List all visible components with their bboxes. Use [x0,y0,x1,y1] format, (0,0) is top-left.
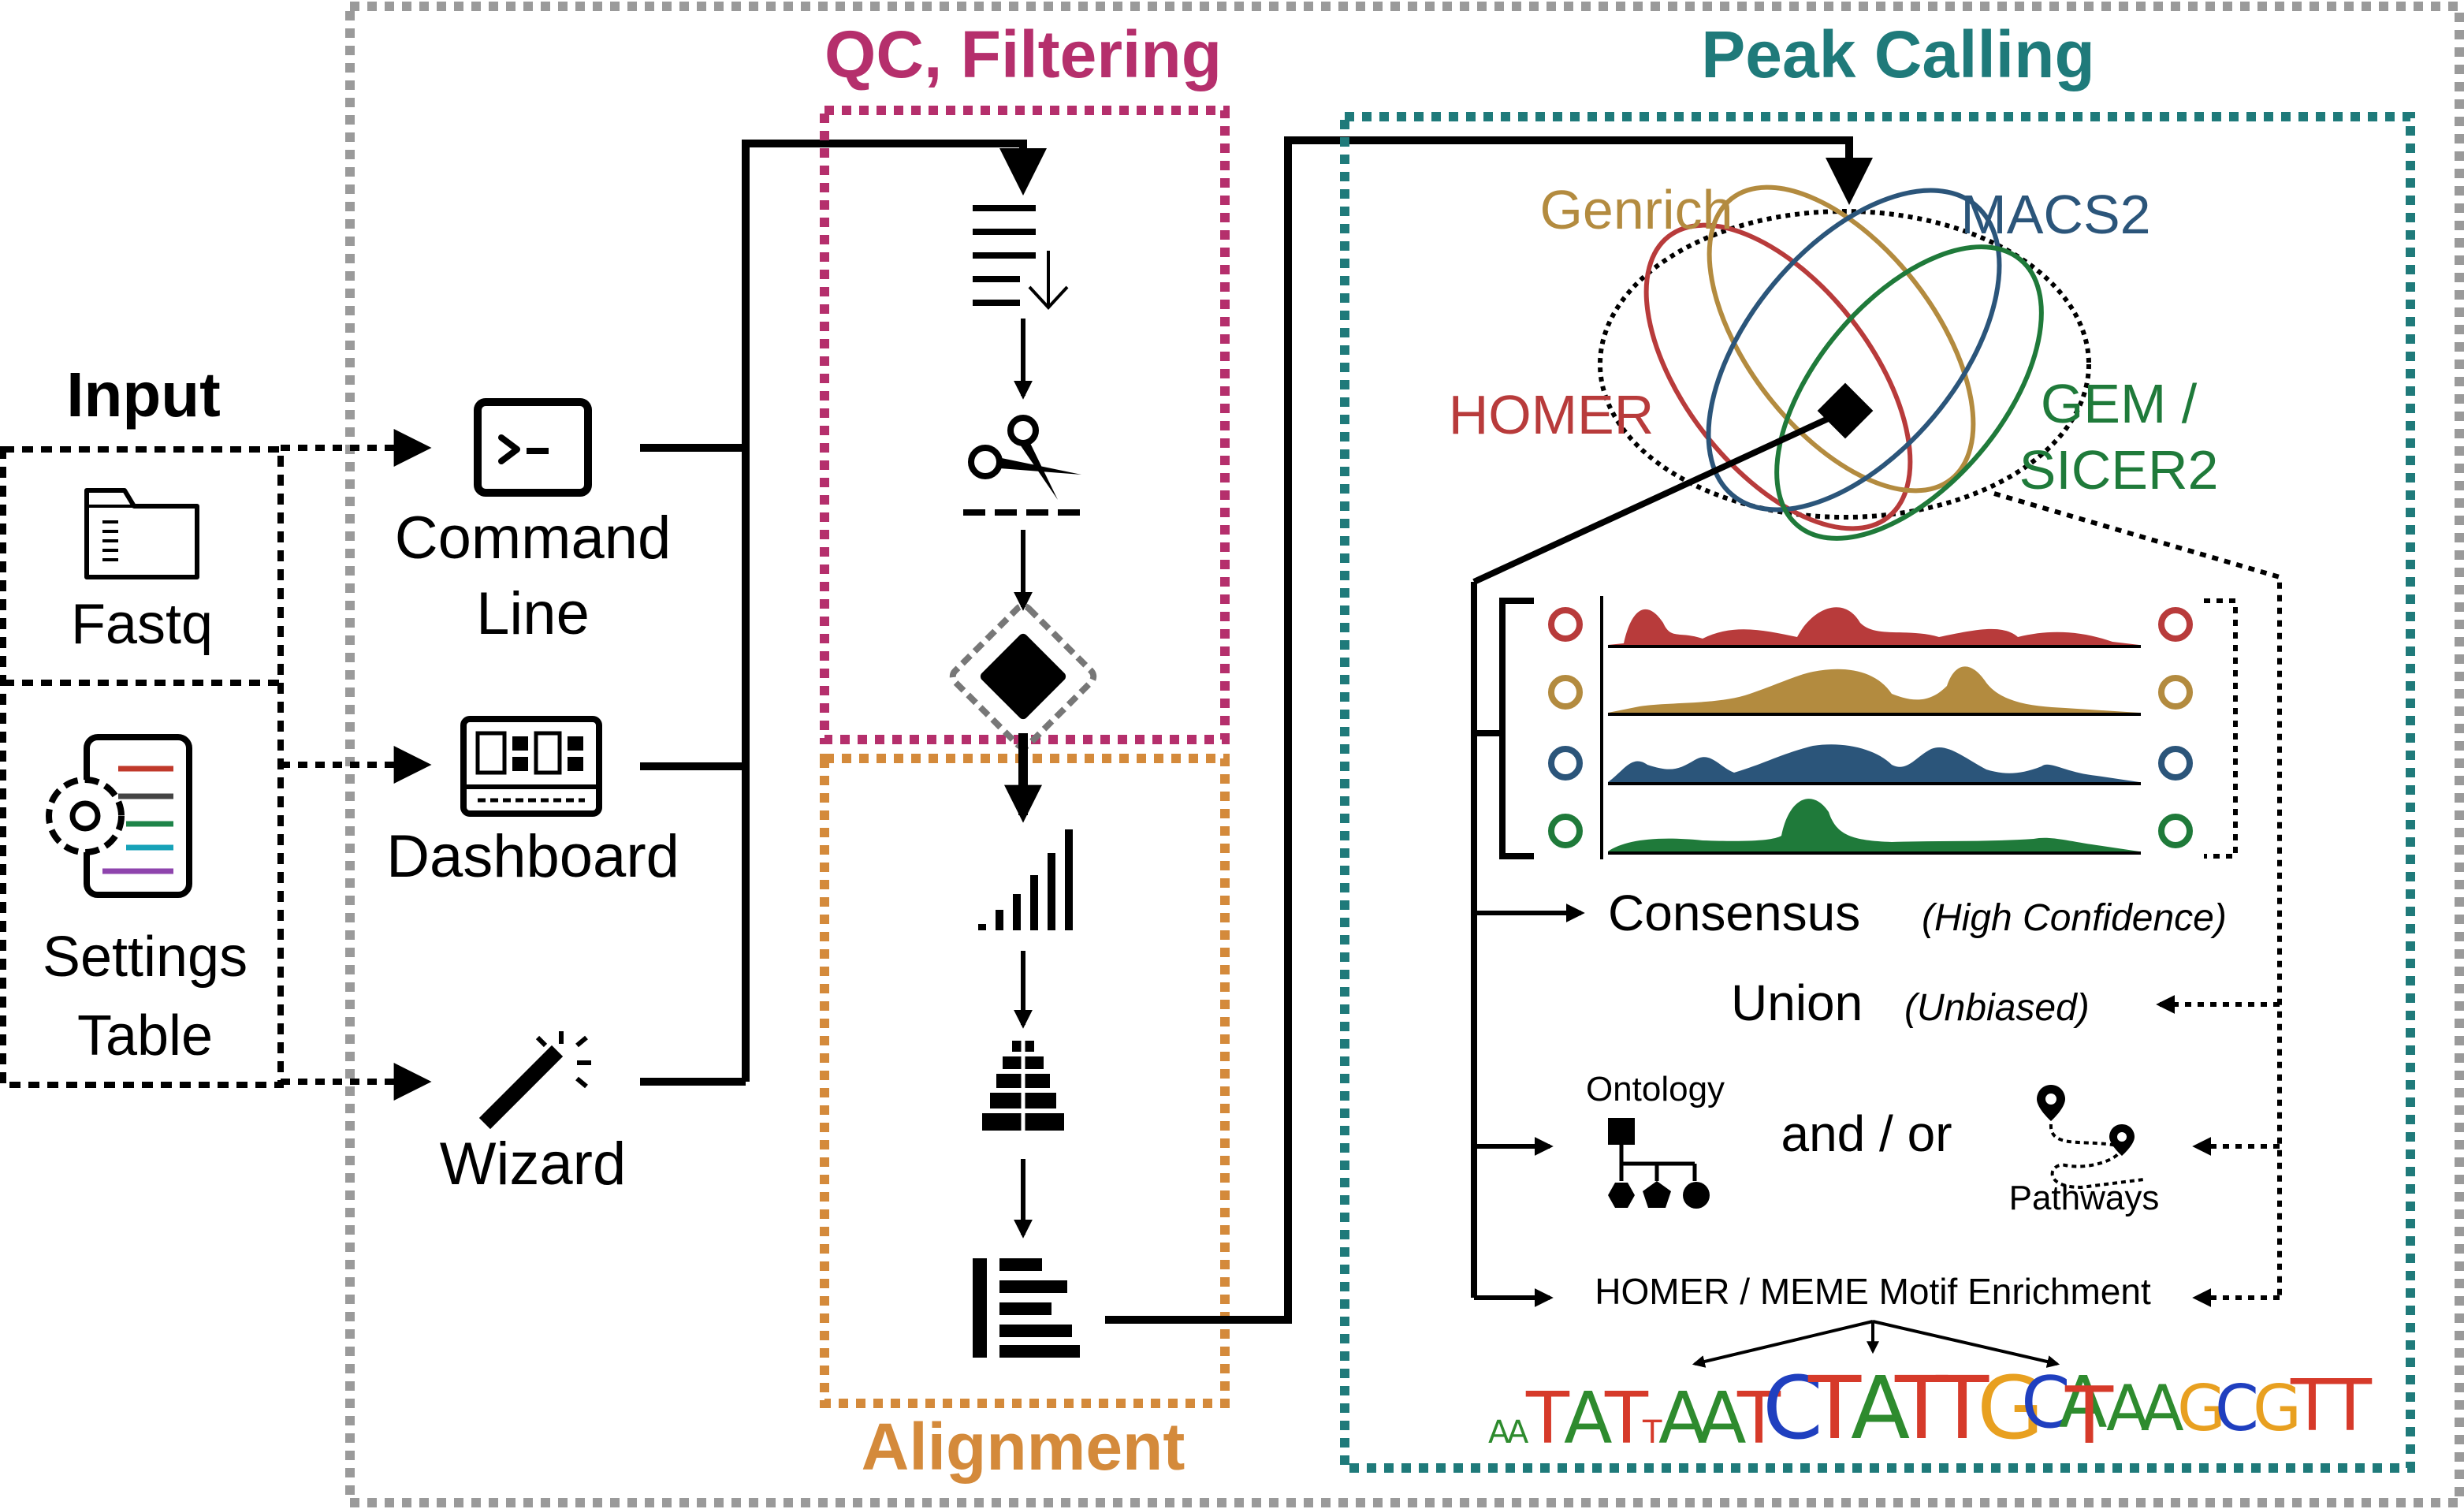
track-genrich [1608,666,2141,716]
folder-icon [84,488,199,579]
peak-title: Peak Calling [1701,17,2095,91]
dashboard-icon[interactable] [460,716,602,817]
connector-align-peak [1105,136,1873,1324]
venn-macs2 [1706,188,2002,512]
settings-label-2: Table [77,1004,213,1067]
command-line-label-1: Command [395,505,672,572]
track-gem [1608,799,2141,855]
motif-branch-right [1872,1320,2060,1368]
venn-genrich [1707,184,1976,494]
motif-label: HOMER / MEME Motif Enrichment [1595,1271,2151,1312]
svg-text:A: A [2141,1372,2184,1445]
peak-box [1340,112,2415,1473]
svg-text:A: A [1507,1414,1529,1451]
expand-line-left [1472,408,1847,585]
settings-label-1: Settings [43,926,248,989]
settings-table-icon [46,734,192,898]
fastq-label: Fastq [71,593,213,656]
svg-text:A: A [1564,1377,1613,1460]
genrich-label: Genrich [1539,179,1733,240]
svg-text:A: A [2059,1362,2108,1444]
motif-logo-1: A A T A T T A A T [1488,1377,1781,1460]
union-note: (Unbiased) [1904,987,2090,1029]
tree-stack-icon [982,1038,1064,1134]
macs2-label: MACS2 [1960,184,2150,245]
consensus-label: Consensus [1608,885,1860,941]
track-circle-homer-right [2158,607,2193,642]
svg-text:C: C [2215,1372,2259,1445]
union-label: Union [1731,974,1863,1031]
svg-text:A: A [1488,1414,1510,1451]
qc-box [820,106,1230,744]
track-circle-macs2-left [1548,746,1583,781]
expand-line-right [1993,491,2282,1298]
track-homer [1608,607,2141,648]
tracks-bracket-right [2204,598,2238,859]
input-title: Input [66,360,220,430]
track-circle-genrich-right [2158,675,2193,710]
pathways-label: Pathways [2009,1179,2160,1217]
motif-logo-3: T A A G C G T T [2064,1365,2373,1462]
dashboard-label: Dashboard [386,823,679,890]
svg-text:C: C [2021,1362,2071,1444]
svg-text:T: T [1736,1377,1781,1460]
svg-text:A: A [1658,1377,1707,1460]
svg-text:C: C [1762,1358,1823,1459]
consensus-note: (High Confidence) [1922,897,2227,939]
track-circle-macs2-right [2158,746,2193,781]
track-circle-genrich-left [1548,675,1583,710]
pathways-map-icon [2037,1085,2145,1190]
filter-diamond-icon [949,602,1097,751]
ontology-tree-icon [1608,1118,1710,1209]
svg-text:T: T [2290,1365,2335,1448]
venn-gem [1774,244,2044,541]
svg-text:T: T [1525,1377,1570,1460]
alignment-title: Alignment [862,1410,1185,1484]
svg-text:G: G [2253,1372,2302,1445]
svg-text:G: G [2177,1372,2226,1445]
svg-text:A: A [2106,1372,2149,1445]
svg-text:T: T [1604,1377,1649,1460]
magic-wand-icon[interactable] [478,1031,591,1130]
wizard-label: Wizard [440,1131,626,1198]
aligned-bars-icon [973,1258,1080,1358]
terminal-icon[interactable] [474,398,592,497]
trim-list-icon [973,205,1069,310]
svg-text:T: T [2064,1369,2114,1462]
command-line-label-2: Line [476,580,590,647]
gem-label-2: SICER2 [2019,439,2219,501]
svg-text:A: A [1698,1377,1747,1460]
venn-outline [1598,209,2091,520]
signal-bars-icon [978,829,1073,930]
connector-trunk [742,140,1047,1082]
tracks-bracket [1499,598,1534,859]
svg-text:T: T [2328,1365,2373,1448]
svg-text:T: T [1935,1358,1989,1459]
track-circle-homer-left [1548,607,1583,642]
qc-title: QC, Filtering [824,17,1222,91]
svg-text:T: T [1807,1358,1862,1459]
motif-logo-2: C T A T T G C A [1762,1358,2108,1459]
and-or-label: and / or [1781,1105,1952,1162]
svg-text:G: G [1977,1358,2044,1459]
svg-text:T: T [1642,1414,1662,1451]
ontology-label: Ontology [1586,1070,1725,1108]
track-macs2 [1608,744,2141,785]
gem-label-1: GEM / [2041,373,2198,434]
track-circle-gem-left [1548,814,1583,848]
track-circle-gem-right [2158,814,2193,848]
scissors-icon [963,415,1081,516]
homer-label: HOMER [1449,384,1654,445]
svg-text:T: T [1894,1358,1948,1459]
svg-text:A: A [1851,1358,1910,1459]
motif-branch-left [1692,1320,1874,1368]
